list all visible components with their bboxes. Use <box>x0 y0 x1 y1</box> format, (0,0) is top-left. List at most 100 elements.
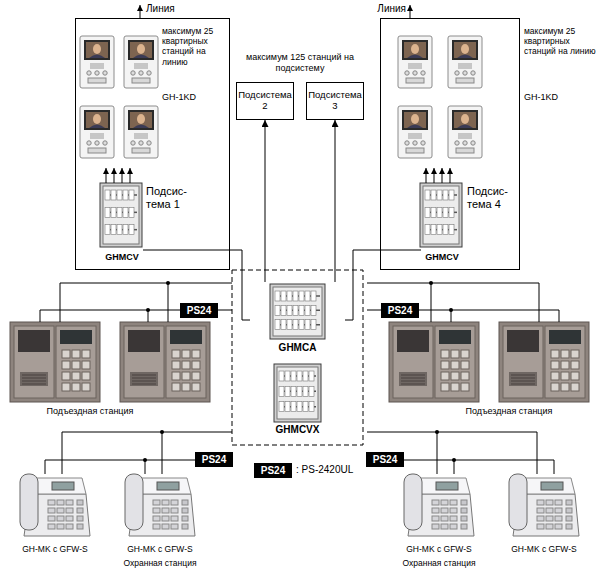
bus-wire <box>404 460 554 474</box>
cabinet-drawing <box>275 320 280 330</box>
guard-phone <box>153 516 160 521</box>
guard-phone <box>153 508 160 513</box>
entrance-panel <box>461 383 469 391</box>
entrance-panel <box>60 330 92 344</box>
power-supply-tag: PS24 <box>195 452 233 467</box>
node-text: Подсис-тема 4 <box>467 185 519 210</box>
node-text: GHMCV <box>97 252 147 262</box>
junction-dot <box>429 281 433 285</box>
guard-phone <box>66 524 73 529</box>
model-label: GH-1KD <box>524 92 584 103</box>
apartment-station <box>128 40 154 60</box>
entrance-panel <box>397 330 429 352</box>
guard-phone <box>432 500 439 505</box>
line-arrow <box>106 168 107 183</box>
entrance-panel <box>22 375 46 376</box>
guard-phone <box>537 516 544 521</box>
entrance-panel <box>82 383 90 391</box>
entrance-panel <box>551 350 559 358</box>
entrance-panel <box>451 372 459 380</box>
apartment-station <box>456 78 474 83</box>
apartment-station <box>452 40 478 60</box>
guard-phone <box>57 508 64 513</box>
cabinet-drawing <box>293 305 298 315</box>
entrance-panel <box>435 326 475 398</box>
guard-phone <box>57 516 64 521</box>
entrance-panel <box>128 330 160 352</box>
cabinet-drawing <box>100 183 142 247</box>
bus-wire <box>437 432 438 474</box>
guard-phone <box>182 508 188 513</box>
entrance-panel <box>507 330 539 352</box>
apartment-station <box>404 112 426 128</box>
apartment-station <box>405 71 409 75</box>
node-text: GHMCA <box>250 342 345 354</box>
capacity-note: максимум 25 квартирных станций на линию <box>524 26 598 57</box>
junction-dot <box>435 430 439 434</box>
entrance-panel <box>192 350 200 358</box>
cabinet-drawing <box>279 371 284 381</box>
entrance-panel <box>172 350 180 358</box>
guard-phone <box>432 516 439 521</box>
apartment-station <box>408 64 422 65</box>
cabinet-drawing <box>297 402 302 412</box>
entrance-panel <box>461 361 469 369</box>
entrance-panel <box>571 372 579 380</box>
junction-dot <box>449 308 453 312</box>
apartment-station <box>80 36 114 88</box>
cabinet-drawing <box>273 287 322 336</box>
cabinet-drawing <box>425 207 430 217</box>
apartment-station <box>406 78 424 83</box>
apartment-station <box>147 71 151 75</box>
entrance-panel <box>439 330 471 344</box>
guard-phone <box>57 500 64 505</box>
apartment-station <box>458 136 472 137</box>
apartment-station <box>90 66 104 67</box>
apartment-station <box>471 141 475 145</box>
cabinet-drawing <box>297 386 302 396</box>
guard-phone <box>461 500 467 505</box>
cabinet-drawing <box>309 371 314 381</box>
guard-phone <box>162 516 169 521</box>
entrance-panel <box>545 326 585 398</box>
apartment-station <box>124 106 158 158</box>
apartment-station <box>132 148 150 153</box>
entrance-panel <box>451 350 459 358</box>
entrance-panel <box>22 381 46 382</box>
cabinet-drawing <box>129 207 134 217</box>
apartment-station <box>124 36 158 88</box>
entrance-panel <box>441 350 449 358</box>
apartment-station <box>413 141 417 145</box>
bus-wire <box>431 283 432 322</box>
entrance-panel <box>549 330 581 344</box>
entrance-panel <box>18 330 50 352</box>
entrance-panel <box>461 372 469 380</box>
entrance-panel <box>82 361 90 369</box>
guard-phone <box>48 516 55 521</box>
cabinet-drawing <box>129 225 134 235</box>
apartment-station <box>87 71 91 75</box>
guard-phone <box>555 500 562 505</box>
cabinet-drawing <box>129 190 134 200</box>
apartment-station <box>103 141 107 145</box>
apartment-station <box>90 138 104 139</box>
bus-wire <box>45 460 195 474</box>
apartment-station <box>406 148 424 153</box>
apartment-station <box>398 36 432 88</box>
bus-wire <box>367 283 539 322</box>
junction-dot <box>160 430 164 434</box>
cabinet-drawing <box>420 183 462 247</box>
entrance-panel <box>182 372 190 380</box>
apartment-station <box>86 112 108 128</box>
power-supply-tag: PS24 <box>180 303 218 318</box>
apartment-station <box>455 71 459 75</box>
cabinet-drawing <box>303 402 308 412</box>
cabinet-drawing <box>275 305 280 315</box>
power-supply-tag: PS24 <box>254 463 292 478</box>
cabinet-drawing <box>425 225 430 235</box>
legend-text: : PS-2420UL <box>296 464 376 476</box>
cabinet-drawing <box>431 225 436 235</box>
entrance-panel <box>132 384 156 385</box>
guard-phone <box>441 516 448 521</box>
entrance-panel <box>182 361 190 369</box>
